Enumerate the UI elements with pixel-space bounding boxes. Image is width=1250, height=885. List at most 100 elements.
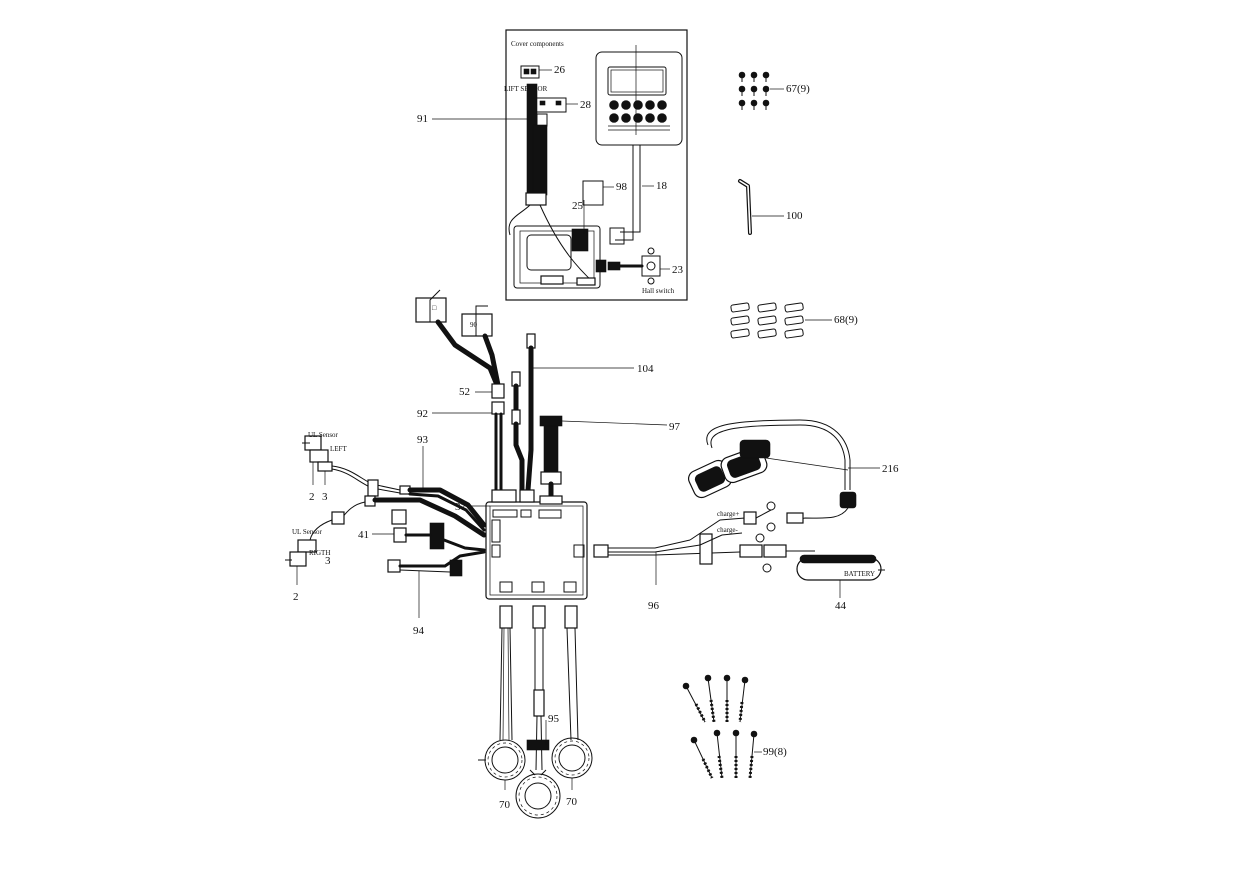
hall-switch-mount	[647, 247, 655, 255]
label-100: 100	[786, 210, 803, 222]
clip	[730, 315, 750, 326]
charge-plus-lead	[755, 509, 772, 519]
long-screw-head	[682, 682, 690, 690]
ribbon-97-bundle	[543, 425, 559, 475]
harness-94-wire-b	[399, 569, 451, 573]
wheel-motor-center-teeth	[518, 776, 558, 816]
charge-plus-ring	[766, 501, 776, 511]
harness-96-plug	[593, 544, 609, 558]
panel-button	[645, 113, 655, 123]
harness-96-clip	[699, 533, 713, 565]
long-screw-head	[704, 674, 712, 682]
wheel-motor-right-teeth	[554, 740, 590, 776]
charge-minus-wire	[699, 532, 743, 546]
harness-93-wire-right	[372, 497, 487, 538]
hall-switch-body	[641, 255, 661, 277]
main-control-box-37: 37	[455, 489, 588, 600]
board-connector	[576, 277, 596, 286]
harness-93-splice	[367, 479, 379, 497]
main-box-inner	[489, 505, 584, 596]
harness-94-wire	[398, 550, 486, 568]
long-screw-head	[690, 736, 698, 744]
motor-wire-b	[482, 333, 501, 388]
harness-216-tail-plug	[786, 512, 804, 524]
label-2-bottom: 2	[293, 591, 299, 603]
wheel-motor-left-outer	[484, 739, 526, 781]
cover-components-group: Cover components	[417, 29, 688, 301]
wheel-motor-left-inner	[491, 746, 519, 774]
clip	[730, 302, 750, 313]
label-99: 99(8)	[763, 746, 787, 758]
charge-minus-label: charge-	[717, 526, 739, 534]
display-cable	[615, 145, 641, 241]
charge-head-top	[739, 439, 771, 459]
harness-216-plug	[839, 491, 857, 509]
label-216: 216	[882, 463, 899, 475]
label-97: 97	[669, 421, 681, 433]
harness-104-wire-d	[525, 397, 534, 493]
lift-sensor-label: LIFT SENSOR	[504, 85, 548, 93]
harness-94: 94	[387, 550, 486, 637]
clip	[784, 302, 804, 313]
harness-104: 104	[511, 333, 654, 493]
wheel-plug-center	[532, 605, 546, 629]
label-18: 18	[656, 180, 668, 192]
harness-216-loop	[706, 419, 851, 490]
harness-91-bundle-b	[532, 124, 548, 196]
motor-plug-52	[491, 383, 505, 399]
board-chip	[571, 228, 589, 252]
harness-216-wire	[765, 457, 849, 471]
label-68: 68(9)	[834, 314, 858, 326]
lift-sensor-28-pin	[539, 100, 546, 106]
ul-sensor-left-connector	[317, 461, 333, 472]
harness-216-tail	[794, 507, 849, 521]
hall-switch-plug	[595, 259, 607, 273]
main-box-top-plug	[519, 489, 535, 503]
main-box-top-plug	[539, 495, 563, 505]
long-screw-head	[750, 730, 758, 738]
hall-switch-label: Hall switch	[642, 287, 675, 295]
main-box-socket-left	[491, 544, 501, 558]
label-67: 67(9)	[786, 83, 810, 95]
label-3-top: 3	[322, 491, 328, 503]
ribbon-97: 97	[539, 415, 681, 503]
harness-94-plug	[387, 559, 401, 573]
label-96: 96	[648, 600, 660, 612]
lift-sensor-26-pin	[523, 68, 530, 75]
main-box-socket-left	[491, 519, 501, 543]
harness-104-wire-c	[513, 421, 525, 493]
label-25: 25	[572, 200, 584, 212]
motor-connector-a-mark: □	[432, 304, 437, 312]
motor-connector-b-mark: 90	[470, 321, 478, 329]
wheel-motor-center-inner	[524, 782, 552, 810]
cover-components-title: Cover components	[511, 40, 564, 48]
charge-ring	[766, 522, 776, 532]
ul-sensor-right-body	[297, 539, 317, 553]
left-label: LEFT	[330, 445, 347, 453]
charge-plus-label: charge+	[717, 510, 740, 518]
long-screw-thread	[738, 701, 744, 723]
wheel-center-sleeve	[533, 689, 545, 717]
display-panel	[595, 45, 683, 245]
ul-sensor-wire-left	[331, 465, 401, 491]
wheel-wire-right	[566, 627, 579, 741]
label-70-left: 70	[499, 799, 511, 811]
charge-head-face	[694, 466, 726, 492]
right-label: RIGTH	[309, 549, 330, 557]
label-92: 92	[417, 408, 428, 420]
wheel-motor-left-teeth	[487, 742, 523, 778]
leader-97	[561, 420, 668, 426]
clip	[757, 315, 777, 326]
display-screen	[607, 66, 667, 96]
long-screw-head	[723, 674, 731, 682]
harness-91-connector	[525, 192, 547, 206]
wheel-plug-right	[564, 605, 578, 629]
main-box-socket-bottom	[563, 581, 577, 593]
part-98: 98	[582, 180, 628, 206]
harness-96-wire	[608, 544, 701, 553]
clip	[730, 328, 750, 339]
wheel-motor-right-inner	[558, 744, 586, 772]
ul-sensor-top-label: UL Sensor	[308, 431, 339, 439]
main-box-socket-right	[573, 544, 585, 558]
main-box-socket	[492, 509, 518, 518]
